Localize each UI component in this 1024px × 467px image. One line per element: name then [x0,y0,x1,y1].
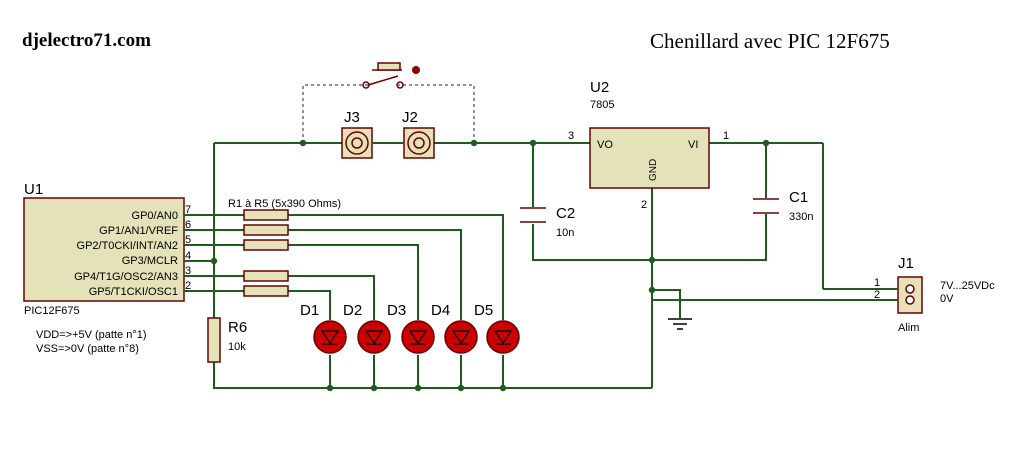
u1-ref: U1 [24,181,43,198]
u1-pin-label: GP1/AN1/VREF [99,225,178,237]
u2-pin-vo: 3 [568,130,574,142]
u1-pin-label: GP2/T0CKI/INT/AN2 [77,240,178,252]
wires [184,142,880,389]
resistor [243,224,289,236]
led-ref: D3 [387,302,406,319]
u1-pin-label: GP3/MCLR [122,255,178,267]
u2-gnd-label: GND [648,159,659,181]
capacitor-c1: C1 330n [753,189,813,223]
site-name: djelectro71.com [22,30,151,51]
u1-pin-number: 2 [185,280,191,292]
led-ref: D2 [343,302,362,319]
u1-pin-number: 4 [185,250,191,262]
led-ref: D4 [431,302,450,319]
junctions [210,139,770,392]
resistor [243,209,289,221]
u1-note-vss: VSS=>0V (patte n°8) [36,343,139,355]
c2-value: 10n [556,227,574,239]
led-ref: D1 [300,302,319,319]
u1-pic: U1 PIC12F675 GP0/AN0 GP1/AN1/VREF GP2/T0… [23,181,191,355]
j3-ref: J3 [344,109,360,126]
j1-pin2: 2 [874,289,880,301]
u2-vo-label: VO [597,139,613,151]
jack-j2: J2 [402,109,435,159]
led-d3: D3 [387,302,435,354]
u1-pin-number: 3 [185,265,191,277]
diagram-title: Chenillard avec PIC 12F675 [650,29,890,53]
led-d2: D2 [343,302,391,354]
u2-pin-vi: 1 [723,130,729,142]
resistor-r6: R6 10k [207,317,247,363]
u2-regulator: U2 7805 VO VI GND 3 1 2 [568,79,729,211]
u1-pin-number: 5 [185,234,191,246]
j1-ref: J1 [898,255,914,272]
led-d4: D4 [431,302,478,354]
u1-part: PIC12F675 [24,305,80,317]
j1-label-gnd: 0V [940,293,954,305]
connector-j1: J1 1 2 Alim 7V...25VDc 0V [874,255,995,334]
u1-note-vdd: VDD=>+5V (patte n°1) [36,329,147,341]
u1-pin-label: GP5/T1CKI/OSC1 [89,286,178,298]
c2-ref: C2 [556,205,575,222]
u2-part: 7805 [590,99,614,111]
resistor-bank: R1 à R5 (5x390 Ohms) [228,198,341,297]
j1-label-pos: 7V...25VDc [940,280,995,292]
j2-ref: J2 [402,109,418,126]
led-d5: D5 [474,302,520,354]
resistor [243,270,289,282]
capacitor-c2: C2 10n [520,205,575,239]
led-array: D1 D2 D3 D4 D5 [300,302,520,354]
pushbutton [302,62,475,143]
j1-name: Alim [898,322,919,334]
u2-pin-gnd: 2 [641,199,647,211]
r6-ref: R6 [228,319,247,336]
led-ref: D5 [474,302,493,319]
jack-j3: J3 [341,109,373,159]
resistor [243,239,289,251]
u2-vi-label: VI [688,139,698,151]
r6-value: 10k [228,341,246,353]
resistor [243,285,289,297]
j1-pin1: 1 [874,277,880,289]
u1-pin-number: 6 [185,219,191,231]
u2-ref: U2 [590,79,609,96]
u1-pin-label: GP0/AN0 [132,210,178,222]
u1-body [23,197,185,302]
c1-ref: C1 [789,189,808,206]
u1-pin-label: GP4/T1G/OSC2/AN3 [74,271,178,283]
c1-value: 330n [789,211,813,223]
u1-pin-number: 7 [185,204,191,216]
ground-symbol [668,318,692,330]
resistor-bank-label: R1 à R5 (5x390 Ohms) [228,198,341,210]
led-d1: D1 [300,302,347,354]
